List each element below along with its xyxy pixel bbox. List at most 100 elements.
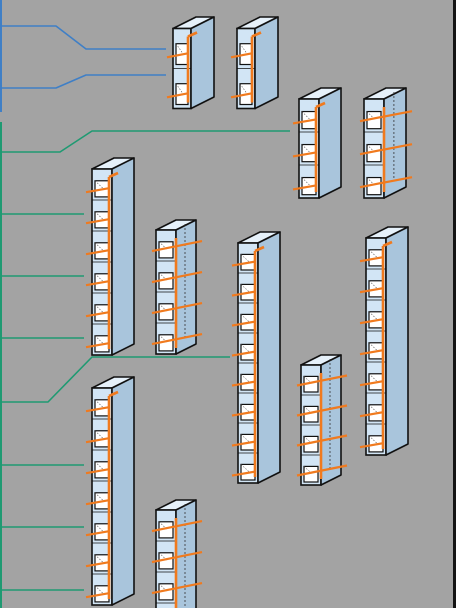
- branch-pipe: [296, 434, 348, 447]
- branch-pipe: [85, 218, 110, 225]
- branch-pipe: [85, 530, 110, 537]
- riser-u3: [292, 101, 326, 192]
- riser-stub: [108, 171, 119, 179]
- branch-pipe: [151, 301, 203, 315]
- tower-u9: [85, 376, 135, 606]
- tower-side: [385, 226, 409, 456]
- feed-line-7: [0, 356, 230, 403]
- riser-u10: [359, 240, 393, 449]
- branch-pipe: [359, 411, 384, 418]
- branch-pipe: [231, 410, 256, 417]
- tower-u2: [230, 16, 279, 110]
- branch-pipe: [359, 287, 384, 294]
- branch-pipe: [359, 380, 384, 387]
- branch-pipe: [85, 437, 110, 444]
- tower-side: [257, 231, 281, 484]
- riser-stub: [382, 240, 393, 248]
- riser-u1: [166, 31, 198, 103]
- branch-pipe: [85, 499, 110, 506]
- branch-pipe: [359, 176, 413, 189]
- riser-stub: [187, 31, 198, 38]
- branch-pipe: [359, 349, 384, 356]
- riser-u8: [296, 359, 348, 479]
- feed-line-3: [0, 130, 290, 153]
- branch-pipe: [296, 464, 348, 477]
- branch-pipe: [166, 52, 189, 59]
- branch-pipe: [151, 550, 203, 564]
- window-shade: [301, 144, 310, 153]
- riser-u9: [85, 390, 119, 599]
- riser-u2: [230, 31, 262, 103]
- tower-side: [320, 354, 342, 486]
- branch-pipe: [85, 187, 110, 194]
- branch-pipe: [359, 143, 413, 156]
- building-units: [85, 16, 413, 608]
- riser-stub: [315, 101, 326, 109]
- branch-pipe: [85, 342, 110, 349]
- branch-pipe: [292, 151, 317, 158]
- tower-u1: [166, 16, 215, 110]
- branch-pipe: [359, 442, 384, 449]
- riser-stub: [254, 245, 265, 253]
- branch-pipe: [292, 118, 317, 125]
- window-shade: [175, 83, 183, 94]
- branch-pipe: [230, 92, 253, 99]
- branch-pipe: [359, 256, 384, 263]
- branch-pipe: [85, 249, 110, 256]
- window-shade: [239, 43, 247, 54]
- tower-u4: [359, 87, 413, 199]
- tower-u8: [296, 354, 348, 486]
- branch-pipe: [231, 290, 256, 297]
- branch-pipe: [292, 184, 317, 191]
- window-shade: [239, 83, 247, 94]
- right-border: [453, 0, 456, 608]
- tower-u3: [292, 87, 342, 199]
- riser-u4: [359, 92, 413, 192]
- branch-pipe: [231, 440, 256, 447]
- tower-u7: [231, 231, 281, 484]
- branch-pipe: [296, 374, 348, 387]
- branch-pipe: [166, 92, 189, 99]
- branch-pipe: [151, 581, 203, 595]
- riser-stub: [251, 31, 262, 38]
- branch-pipe: [231, 320, 256, 327]
- tower-side: [190, 16, 215, 110]
- window-shade: [301, 111, 310, 120]
- branch-pipe: [85, 406, 110, 413]
- window-shade: [301, 177, 310, 186]
- feed-lines: [0, 0, 290, 608]
- branch-pipe: [85, 561, 110, 568]
- riser-u7: [231, 245, 265, 477]
- branch-pipe: [359, 318, 384, 325]
- branch-pipe: [85, 468, 110, 475]
- branch-pipe: [359, 110, 413, 123]
- branch-pipe: [296, 404, 348, 417]
- branch-pipe: [85, 592, 110, 599]
- branch-pipe: [151, 270, 203, 284]
- branch-pipe: [230, 52, 253, 59]
- tower-side: [111, 157, 135, 356]
- branch-pipe: [85, 311, 110, 318]
- branch-pipe: [85, 280, 110, 287]
- branch-pipe: [231, 470, 256, 477]
- branch-pipe: [151, 239, 203, 253]
- tower-side: [175, 219, 197, 355]
- branch-pipe: [151, 332, 203, 346]
- riser-u6: [151, 224, 203, 348]
- branch-pipe: [231, 260, 256, 267]
- riser-u11: [151, 504, 203, 608]
- window-shade: [175, 43, 183, 54]
- tower-u10: [359, 226, 409, 456]
- tower-u6: [151, 219, 203, 355]
- branch-pipe: [231, 350, 256, 357]
- tower-u5: [85, 157, 135, 356]
- riser-u5: [85, 171, 119, 349]
- branch-pipe: [231, 380, 256, 387]
- feed-line-2: [0, 74, 166, 89]
- feed-line-1: [0, 25, 166, 50]
- branch-pipe: [151, 519, 203, 533]
- tower-u11: [151, 499, 203, 608]
- tower-side: [254, 16, 279, 110]
- tower-side: [111, 376, 135, 606]
